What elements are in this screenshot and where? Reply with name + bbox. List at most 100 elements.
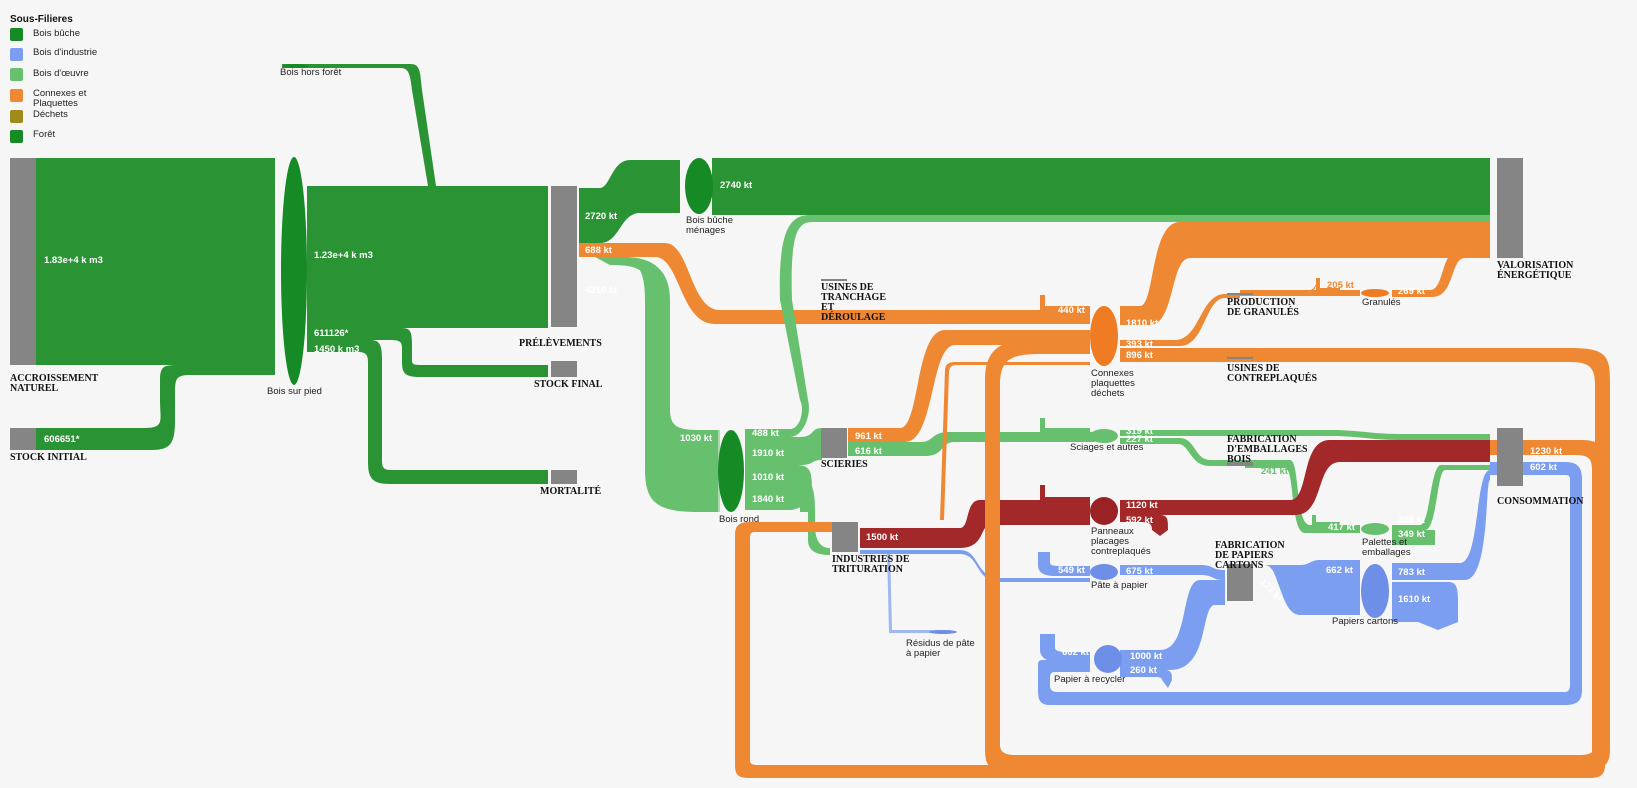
link-panneaux-conso [1120, 440, 1490, 515]
link-emballages-palettes [1245, 460, 1360, 533]
link-connexes-valorisation [1120, 222, 1490, 325]
node-palettes[interactable] [1361, 523, 1389, 535]
nodes [10, 64, 1523, 673]
link-scieries-sciages [848, 432, 1095, 456]
label-papiers-cartons: Papiers cartons [1332, 616, 1398, 627]
value-labels: 1.83e+4 k m3 606651* 1.23e+4 k m3 611126… [44, 180, 1563, 676]
node-consommation[interactable] [1497, 428, 1523, 486]
node-papier-recycler[interactable] [1094, 645, 1122, 673]
node-industries-trituration[interactable] [832, 522, 858, 552]
node-sciages[interactable] [1090, 429, 1118, 443]
link-sur-pied-prelevements [307, 186, 548, 328]
node-prelevements[interactable] [551, 186, 577, 327]
node-pate-papier[interactable] [1090, 564, 1118, 580]
legend-label-foret: Forêt [33, 129, 56, 140]
label-bois-hors-foret: Bois hors forêt [280, 67, 342, 78]
node-connexes-plaquettes[interactable] [1090, 306, 1118, 366]
value-stock-final: 611126* [314, 328, 349, 339]
value-granules-out: 269 kt [1398, 286, 1426, 297]
value-prelev-oeuvre: 4210 kt [585, 285, 618, 296]
link-palettes-b [1392, 530, 1435, 545]
value-rond-trituration1: 1010 kt [752, 472, 785, 483]
link-stock-initial [36, 365, 275, 450]
legend-label-dechets: Déchets [33, 109, 68, 120]
node-bois-rond[interactable] [718, 430, 744, 512]
node-bois-buche-menages[interactable] [685, 158, 713, 214]
value-palettes-a: 308 kt [1398, 515, 1426, 526]
node-mortalite[interactable] [551, 470, 577, 484]
node-stock-initial[interactable] [10, 428, 36, 450]
link-accroissement-bois-sur-pied [36, 158, 275, 365]
legend-label-connexes: Connexes et Plaquettes [33, 88, 89, 109]
link-rond-scieries [745, 428, 822, 465]
node-bois-sur-pied[interactable] [281, 157, 307, 385]
label-granules: Granulés [1362, 297, 1401, 308]
legend-title: Sous-Filieres [10, 14, 73, 25]
link-palettes-bump [1312, 515, 1340, 526]
link-bois-rond-in [595, 257, 718, 446]
legend-swatch-bois-industrie [10, 48, 23, 61]
value-rond-scieries: 1910 kt [752, 448, 785, 459]
node-usines-contreplaques[interactable] [1227, 357, 1253, 359]
node-valorisation-energetique[interactable] [1497, 158, 1523, 258]
node-panneaux[interactable] [1090, 497, 1118, 525]
legend-swatch-dechets [10, 110, 23, 123]
link-panneaux-b [1120, 515, 1168, 536]
node-papiers-cartons[interactable] [1361, 564, 1389, 618]
link-prelev-menages [579, 160, 680, 243]
link-papiers-b [1392, 582, 1458, 630]
node-production-granules[interactable] [1227, 293, 1253, 295]
value-menages: 2740 kt [720, 180, 753, 191]
label-stock-final: STOCK FINAL [534, 379, 603, 390]
value-rond-tranchage: 488 kt [752, 428, 780, 439]
link-stock-final [307, 328, 548, 377]
link-granules-in [1265, 278, 1320, 292]
value-pate-in: 549 kt [1058, 565, 1086, 576]
link-rond-trituration2 [745, 478, 830, 555]
label-mortalite: MORTALITÉ [540, 485, 601, 497]
link-trituration-panneaux [860, 500, 1090, 548]
link-connexes-granules [1120, 294, 1240, 346]
value-bois-sur-pied: 1.23e+4 k m3 [314, 250, 373, 261]
node-fabrication-papiers[interactable] [1227, 564, 1253, 601]
node-bois-hors-foret[interactable] [283, 64, 309, 68]
link-prelev-connexes [579, 243, 1090, 324]
label-sciages: Sciages et autres [1070, 442, 1144, 453]
label-stock-initial: STOCK INITIAL [10, 452, 87, 463]
link-outer-loop [735, 440, 1605, 778]
node-residus[interactable] [929, 630, 957, 634]
value-recycler-a: 1000 kt [1130, 651, 1163, 662]
value-scieries-connexes: 961 kt [855, 431, 883, 442]
node-accroissement-naturel[interactable] [10, 158, 36, 365]
legend-swatch-bois-oeuvre [10, 68, 23, 81]
link-rond-trituration1 [745, 465, 812, 512]
value-prelev-buche: 2720 kt [585, 211, 618, 222]
legend: Sous-Filieres Bois bûche Bois d'industri… [10, 14, 97, 143]
link-prelev-bois-rond [579, 257, 718, 512]
legend-swatch-foret [10, 130, 23, 143]
link-fab-papiers [1255, 560, 1360, 615]
link-connexes-bump [1040, 295, 1090, 312]
value-trituration: 1500 kt [866, 532, 899, 543]
value-recycler-b: 260 kt [1130, 665, 1158, 676]
node-granules[interactable] [1361, 289, 1389, 297]
links [36, 64, 1610, 778]
node-stock-final[interactable] [551, 361, 577, 377]
value-papiers-b: 1610 kt [1398, 594, 1431, 605]
link-granules-bump [1316, 278, 1340, 292]
link-trituration-pate [860, 550, 1090, 582]
value-accroissement: 1.83e+4 k m3 [44, 255, 103, 266]
value-papiers-a: 783 kt [1398, 567, 1426, 578]
link-connexes-loop [985, 340, 1610, 770]
link-mortalite [307, 340, 548, 484]
node-fabrication-emballages[interactable] [1227, 462, 1253, 466]
node-scieries[interactable] [821, 428, 847, 458]
link-panneaux-bump [1040, 485, 1090, 500]
node-usines-tranchage[interactable] [821, 279, 847, 281]
